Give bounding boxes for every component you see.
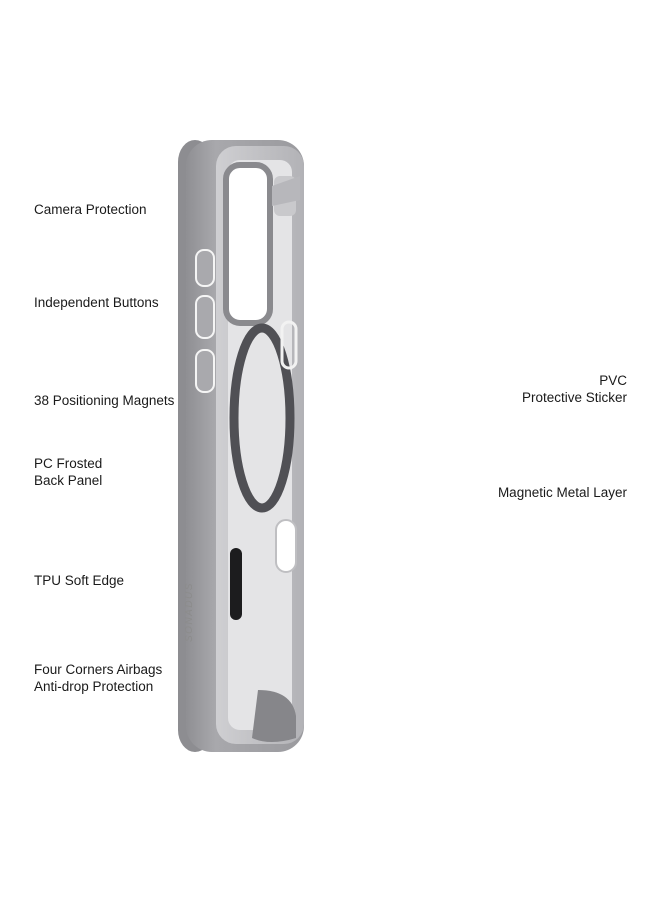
label-line: Independent Buttons <box>34 295 159 310</box>
label-pc-frosted-back-panel: PC Frosted Back Panel <box>34 455 102 489</box>
case-button-1 <box>195 249 215 287</box>
label-positioning-magnets: 38 Positioning Magnets <box>34 392 174 409</box>
label-line: Anti-drop Protection <box>34 679 154 694</box>
label-line: Four Corners Airbags <box>34 662 163 677</box>
case-magnet-ring <box>229 323 295 513</box>
case-button-3 <box>195 349 215 393</box>
label-line: Magnetic Metal Layer <box>497 485 627 500</box>
case-action-cutout <box>275 519 297 573</box>
label-pvc-protective-sticker: PVC Protective Sticker <box>522 372 627 406</box>
label-magnetic-metal-layer: Magnetic Metal Layer <box>498 484 627 501</box>
label-line: Protective Sticker <box>521 390 627 405</box>
label-camera-protection: Camera Protection <box>34 201 147 218</box>
label-line: PC Frosted <box>34 456 103 471</box>
case-button-2 <box>195 295 215 339</box>
case-magnet-tab <box>280 320 298 370</box>
label-tpu-soft-edge: TPU Soft Edge <box>34 572 124 589</box>
camera-cutout <box>223 162 273 326</box>
case-bottom-airbag <box>252 690 296 742</box>
case-side-slot <box>230 548 242 620</box>
label-line: Camera Protection <box>34 202 147 217</box>
label-line: 38 Positioning Magnets <box>34 393 175 408</box>
phone-case <box>178 140 304 752</box>
label-line: PVC <box>599 373 627 388</box>
label-four-corners-airbags: Four Corners Airbags Anti-drop Protectio… <box>34 661 162 695</box>
label-independent-buttons: Independent Buttons <box>34 294 159 311</box>
label-line: Back Panel <box>34 473 103 488</box>
case-brand-mark: SONADUS <box>184 582 195 642</box>
label-line: TPU Soft Edge <box>34 573 125 588</box>
camera-lip <box>272 176 300 206</box>
